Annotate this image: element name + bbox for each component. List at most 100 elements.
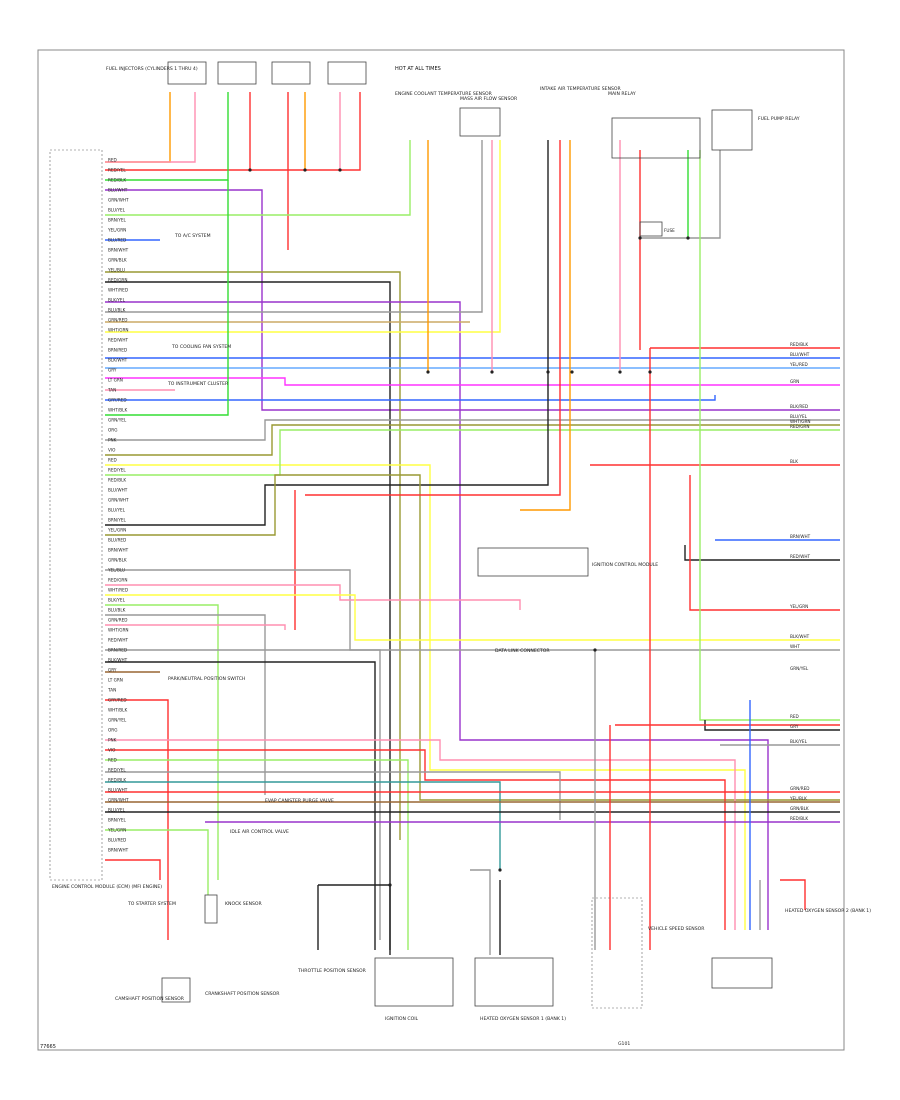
- wire-black-34: [684, 545, 840, 561]
- left-wire-code: BLU/YEL: [108, 508, 126, 513]
- ho2s-2-box: [711, 957, 773, 989]
- left-wire-code: GRN/WHT: [108, 798, 129, 803]
- left-wire-code: VIO: [108, 748, 116, 753]
- ground-label: G101: [618, 1041, 630, 1047]
- right-wire-code: WHT/GRN: [790, 419, 811, 424]
- wire-black-44: [105, 661, 376, 950]
- footer-code: 77665: [40, 1044, 56, 1050]
- dlc-label: DATA LINK CONNECTOR: [495, 648, 550, 654]
- left-wire-code: TAN: [107, 688, 116, 693]
- wire-red-46: [105, 699, 169, 940]
- left-wire-code: RED: [108, 158, 117, 163]
- wire-green-23: [105, 180, 229, 416]
- splice-dot: [388, 883, 392, 887]
- left-wire-code: RED/GRN: [108, 278, 127, 283]
- ckp-sensor-label: CRANKSHAFT POSITION SENSOR: [205, 991, 280, 997]
- right-wire-code: YEL/RED: [789, 362, 808, 367]
- right-wire-code: BRN/WHT: [790, 534, 811, 539]
- wire-olive-25: [105, 424, 840, 456]
- main-relay-label: MAIN RELAY: [608, 91, 636, 97]
- left-wire-code: GRN/WHT: [108, 198, 129, 203]
- knock-sensor-label: KNOCK SENSOR: [225, 901, 263, 907]
- fuel-pump-relay-box: [711, 109, 753, 151]
- hot-at-all-times-label: HOT AT ALL TIMES: [395, 66, 441, 72]
- wire-lightgreen-64: [699, 150, 840, 721]
- wire-red-48: [105, 749, 726, 930]
- wire-yellow-17: [105, 140, 501, 333]
- wire-red-3: [105, 92, 361, 171]
- left-wire-code: RED/WHT: [108, 638, 128, 643]
- left-wire-code: GRY: [108, 368, 117, 373]
- right-wire-code: RED: [790, 714, 799, 719]
- wire-pink-38: [105, 584, 521, 610]
- left-wire-code: RED: [108, 758, 117, 763]
- left-wire-code: RED/BLK: [108, 478, 126, 483]
- evap-valve-label: EVAP CANISTER PURGE VALVE: [265, 798, 334, 804]
- right-wire-code: BLK: [790, 459, 798, 464]
- splice-dot: [498, 868, 502, 872]
- vss-outline: [591, 897, 643, 1009]
- left-wire-code: BLU/RED: [108, 538, 126, 543]
- left-wire-code: WHT/RED: [108, 588, 128, 593]
- splice-dot: [686, 236, 690, 240]
- knock-sensor-box: [204, 894, 218, 924]
- left-wire-code: WHT/RED: [108, 288, 128, 293]
- right-wire-code: WHT: [790, 644, 800, 649]
- left-wire-code: TAN: [107, 388, 116, 393]
- wire-violet-14: [105, 301, 769, 930]
- left-wire-code: BLU/BLK: [108, 608, 126, 613]
- left-wire-code: YEL/GRN: [107, 828, 126, 833]
- wire-gray-41: [105, 614, 266, 795]
- wire-black-75: [318, 884, 391, 955]
- right-wire-code: BLU/YEL: [790, 414, 808, 419]
- left-wire-code: GRY/RED: [108, 698, 127, 703]
- splice-dot: [546, 370, 550, 374]
- wire-lightgreen-40: [105, 604, 219, 880]
- left-wire-code: ORG: [108, 428, 117, 433]
- splice-dot: [248, 168, 252, 172]
- wire-yellow-39: [105, 594, 840, 641]
- left-wire-code: BRN/WHT: [108, 548, 129, 553]
- right-wire-code: RED/WHT: [790, 554, 810, 559]
- left-wire-code: BLU/BLK: [108, 308, 126, 313]
- wire-violet-9: [105, 189, 840, 411]
- left-wire-code: BLU/YEL: [108, 208, 126, 213]
- wire-red-36: [689, 475, 840, 611]
- injector-1-connector: [167, 61, 207, 85]
- cmp-sensor-label: CAMSHAFT POSITION SENSOR: [115, 996, 185, 1002]
- right-wire-code: BLU/WHT: [790, 352, 810, 357]
- left-wire-code: GRY/RED: [108, 398, 127, 403]
- park-neutral-label: PARK/NEUTRAL POSITION SWITCH: [168, 676, 245, 682]
- left-wire-code: BRN/RED: [108, 348, 127, 353]
- tps-label: THROTTLE POSITION SENSOR: [297, 968, 367, 974]
- left-wire-code: GRN/WHT: [108, 498, 129, 503]
- wire-lightgreen-49: [105, 759, 409, 950]
- left-wire-code: WHT/GRN: [108, 628, 129, 633]
- wire-layer: [105, 92, 840, 955]
- wire-blue-22: [105, 395, 716, 401]
- right-wire-code: BLK/YEL: [790, 739, 808, 744]
- left-wire-code: RED/YEL: [108, 768, 126, 773]
- left-wire-code: RED/BLK: [108, 178, 126, 183]
- splice-dot: [303, 168, 307, 172]
- right-wire-code: BLK/RED: [790, 404, 808, 409]
- left-wire-code: BRN/YEL: [108, 218, 127, 223]
- wire-lightgreen-10: [105, 140, 411, 216]
- right-wire-code: YEL/BLK: [789, 796, 807, 801]
- left-wire-code: GRN/YEL: [108, 718, 127, 723]
- wire-gray-43: [105, 649, 381, 940]
- wire-magenta-20: [105, 377, 840, 386]
- wire-olive-29: [105, 474, 840, 801]
- right-wire-labels: RED/BLKBLU/WHTYEL/REDGRNBLK/REDBLU/YELWH…: [789, 342, 811, 821]
- cmp-sensor-box: [161, 977, 191, 1003]
- wire-red-57: [105, 859, 161, 880]
- right-wire-code: GRN/RED: [790, 786, 809, 791]
- splice-dot: [338, 168, 342, 172]
- injector-connectors: [167, 61, 367, 85]
- left-wire-code: LT GRN: [108, 678, 123, 683]
- splice-dot: [426, 370, 430, 374]
- splice-dot: [618, 370, 622, 374]
- left-wire-code: GRN/YEL: [108, 418, 127, 423]
- wire-gray-15: [105, 140, 483, 313]
- right-wire-code: GRN/BLK: [790, 806, 809, 811]
